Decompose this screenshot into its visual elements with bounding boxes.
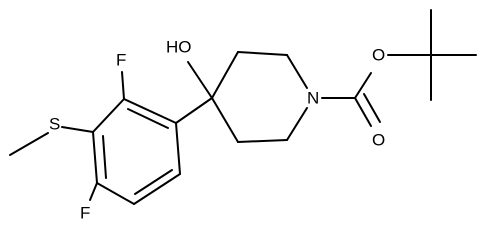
bond-pip-1 bbox=[211, 51, 239, 99]
bond-ring-3 bbox=[133, 173, 181, 205]
bond-c-ester-oxygen bbox=[354, 72, 372, 99]
fluorine-bottom-label: F bbox=[80, 204, 90, 223]
bond-pip-6 bbox=[211, 97, 239, 143]
aromatic-inner-bond-1 bbox=[127, 108, 169, 129]
bond-pip-3 bbox=[286, 54, 308, 89]
bond-pip-4 bbox=[286, 107, 308, 141]
benzene-ring bbox=[92, 98, 181, 205]
carbonyl-oxygen-label: O bbox=[372, 131, 385, 150]
bond-carbon-hydroxyl bbox=[187, 61, 213, 99]
nitrogen-label: N bbox=[307, 89, 319, 108]
ester-oxygen-label: O bbox=[372, 46, 385, 65]
bond-carbonyl-c-o-2 bbox=[363, 93, 381, 123]
bond-carbonyl-c-o-1 bbox=[354, 97, 372, 127]
bond-ring-5 bbox=[92, 131, 98, 184]
aromatic-inner-bond-2 bbox=[134, 169, 173, 195]
bond-ring-fluorine-bottom bbox=[89, 182, 98, 201]
bond-ring-1 bbox=[123, 98, 177, 124]
hydroxyl-label: HO bbox=[166, 38, 192, 57]
bond-ring-6 bbox=[92, 98, 125, 133]
bond-ring-4 bbox=[96, 182, 135, 205]
aromatic-inner-bond-3 bbox=[102, 135, 107, 179]
bond-ring-fluorine-top bbox=[121, 71, 125, 100]
bond-pip-2 bbox=[237, 51, 288, 56]
bond-sulfur-methyl bbox=[9, 132, 49, 156]
bond-ring-piperidine bbox=[175, 97, 213, 124]
sulfur-label: S bbox=[49, 115, 60, 134]
bond-ring-2 bbox=[175, 122, 181, 175]
fluorine-top-label: F bbox=[116, 51, 126, 70]
piperidine-ring bbox=[211, 51, 308, 143]
bond-ring-sulfur bbox=[61, 126, 94, 133]
bond-pip-5 bbox=[237, 139, 288, 143]
